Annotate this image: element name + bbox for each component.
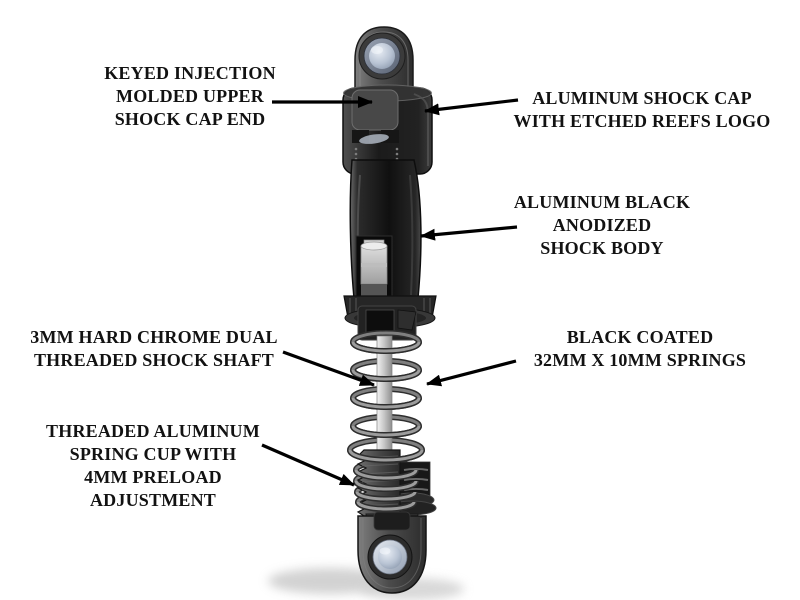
callout-label-shock-shaft: 3MM HARD CHROME DUAL THREADED SHOCK SHAF…	[30, 327, 278, 370]
coil-spring-front	[347, 341, 425, 512]
callout-arrow-shock-cap	[424, 98, 519, 116]
callout-arrow-shock-shaft	[282, 350, 375, 387]
callout-label-spring-cup: THREADED ALUMINUM SPRING CUP WITH 4MM PR…	[46, 421, 260, 510]
callout-label-shock-cap: ALUMINUM SHOCK CAP WITH ETCHED REEFS LOG…	[513, 88, 771, 131]
lower-eyelet	[357, 511, 427, 594]
upper-eyelet	[354, 26, 414, 105]
callout-label-upper-cap-end: KEYED INJECTION MOLDED UPPER SHOCK CAP E…	[104, 63, 276, 129]
callout-arrow-spring-cup	[261, 443, 355, 487]
shock-body	[343, 159, 437, 341]
callout-label-springs: BLACK COATED 32MM X 10MM SPRINGS	[533, 327, 747, 370]
shock-shaft	[376, 335, 393, 459]
callout-arrow-springs	[426, 359, 517, 387]
callout-label-shock-body: ALUMINUM BLACK ANODIZED SHOCK BODY	[513, 192, 691, 258]
callout-arrows	[261, 96, 519, 487]
callout-arrow-shock-body	[420, 225, 518, 241]
